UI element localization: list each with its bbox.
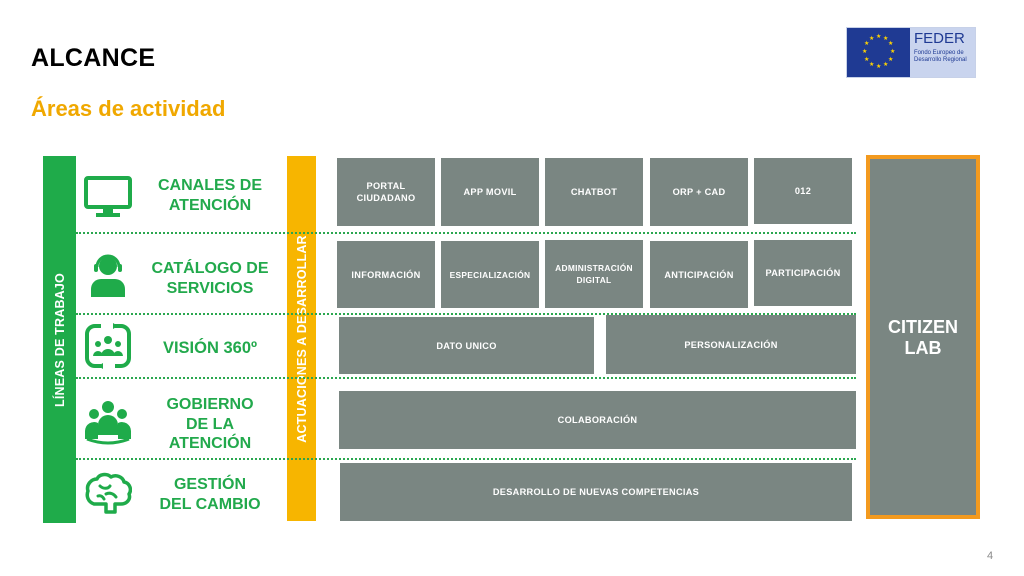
logo-line-1: Fondo Europeo de <box>914 50 964 56</box>
box-participacion: PARTICIPACIÓN <box>754 240 852 306</box>
line-catalogo: CATÁLOGO DE SERVICIOS <box>151 260 269 297</box>
box-colaboracion: COLABORACIÓN <box>339 391 856 449</box>
box-especializacion: ESPECIALIZACIÓN <box>441 241 539 308</box>
eu-flag-icon: ★ ★ ★ ★ ★ ★ ★ ★ ★ ★ ★ ★ <box>847 28 910 77</box>
support-agent-icon <box>80 250 136 300</box>
actuaciones-label: ACTUACIONES A DESARROLLAR <box>294 234 309 443</box>
box-informacion: INFORMACIÓN <box>337 241 435 308</box>
line-canales: CANALES DE ATENCIÓN <box>157 177 262 214</box>
citizen-lab-label: CITIZEN LAB <box>888 317 958 358</box>
box-desarrollo-competencias: DESARROLLO DE NUEVAS COMPETENCIAS <box>340 463 852 521</box>
box-012: 012 <box>754 158 852 224</box>
line-gestion: GESTIÓN DEL CAMBIO <box>159 476 261 513</box>
line-vision: VISIÓN 360º <box>162 339 258 357</box>
row-separator <box>76 458 856 460</box>
row-separator <box>76 313 856 315</box>
page-subtitle: Áreas de actividad <box>31 96 226 121</box>
people-cycle-icon <box>80 321 136 371</box>
page-title: ALCANCE <box>31 44 156 72</box>
monitor-icon <box>80 172 136 222</box>
page-number: 4 <box>987 550 994 562</box>
actuaciones-bar: ACTUACIONES A DESARROLLAR <box>287 156 316 521</box>
box-anticipacion: ANTICIPACIÓN <box>650 241 748 308</box>
lineas-de-trabajo-bar: LÍNEAS DE TRABAJO <box>43 156 76 523</box>
row-separator <box>76 232 856 234</box>
box-orp-cad: ORP + CAD <box>650 158 748 226</box>
logo-line-2: Desarrollo Regional <box>914 57 967 63</box>
feder-logo: ★ ★ ★ ★ ★ ★ ★ ★ ★ ★ ★ ★ FEDER Fondo Euro… <box>846 27 976 78</box>
box-portal-ciudadano: PORTAL CIUDADANO <box>337 158 435 226</box>
citizen-lab-box: CITIZEN LAB <box>866 155 980 519</box>
logo-name: FEDER <box>914 30 965 47</box>
box-dato-unico: DATO UNICO <box>339 317 594 374</box>
box-chatbot: CHATBOT <box>545 158 643 226</box>
row-separator <box>76 377 856 379</box>
box-personalizacion: PERSONALIZACIÓN <box>606 315 856 374</box>
box-administracion-digital: ADMINISTRACIÓN DIGITAL <box>545 240 643 308</box>
line-gobierno: GOBIERNO DE LA ATENCIÓN <box>166 396 254 452</box>
group-icon <box>80 396 136 446</box>
brain-icon <box>80 468 136 518</box>
box-app-movil: APP MOVIL <box>441 158 539 226</box>
lineas-de-trabajo-label: LÍNEAS DE TRABAJO <box>52 272 67 407</box>
